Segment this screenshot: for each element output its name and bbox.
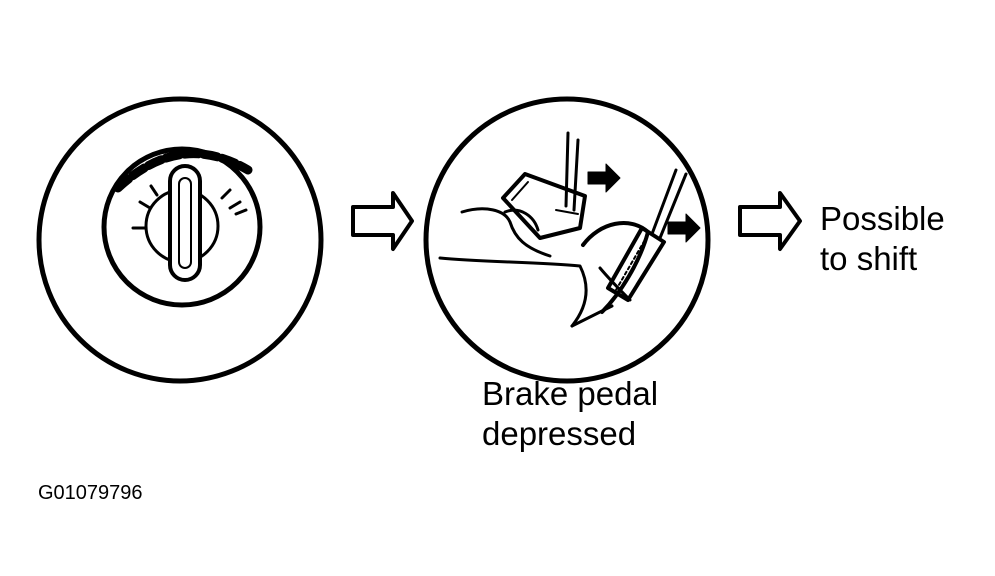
arrow-right-icon [738, 191, 802, 251]
shift-label-line2: to shift [820, 240, 918, 277]
arrow-right-icon [351, 191, 414, 251]
possible-to-shift-label: Possible to shift [820, 199, 945, 279]
figure-code: G01079796 [38, 482, 143, 504]
ignition-switch-icon [36, 96, 324, 384]
brake-pedal-icon [423, 96, 711, 384]
brake-pedal-label: Brake pedal depressed [482, 374, 658, 454]
brake-label-line1: Brake pedal [482, 375, 659, 412]
brake-label-line2: depressed [482, 415, 637, 452]
shift-label-line1: Possible [820, 200, 945, 237]
